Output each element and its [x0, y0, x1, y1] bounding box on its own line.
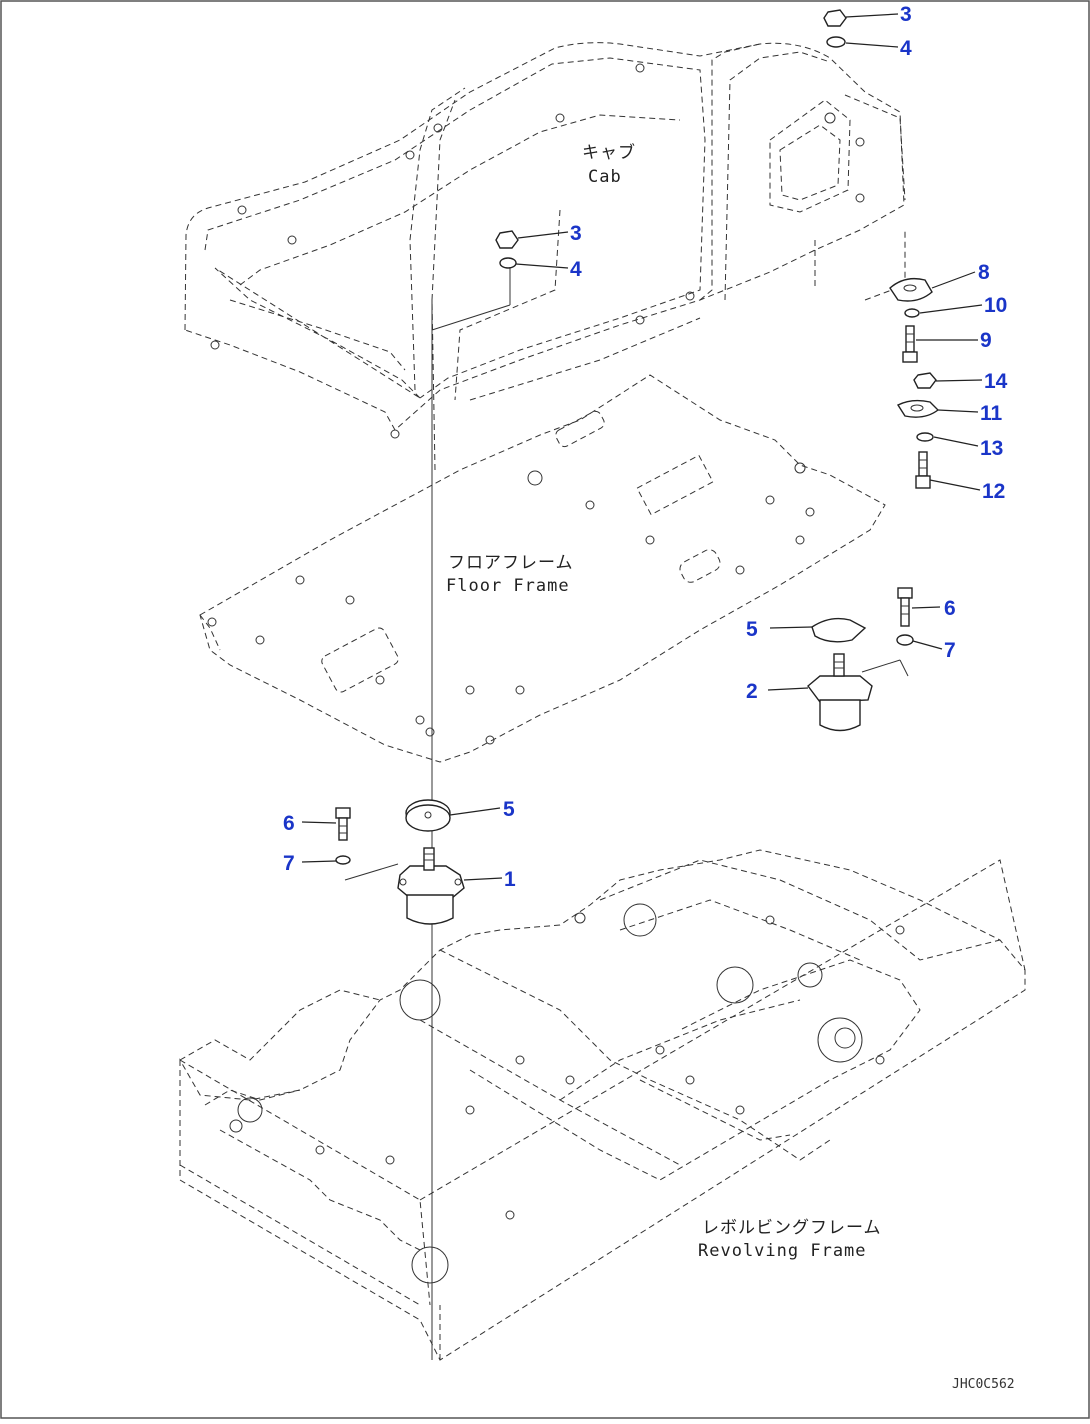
callout-6: 6	[283, 812, 295, 835]
callout-6: 6	[944, 597, 956, 620]
revolving-frame-label-en: Revolving Frame	[698, 1241, 867, 1261]
callout-10: 10	[984, 294, 1007, 317]
bolt-part	[918, 451, 928, 477]
callout-9: 9	[980, 329, 992, 352]
drawing-code: JHC0C562	[952, 1377, 1015, 1392]
washer-part	[916, 432, 934, 442]
floor-frame-label-jp: フロアフレーム	[448, 553, 574, 573]
callout-7: 7	[944, 639, 956, 662]
callout-2: 2	[746, 680, 758, 703]
callout-4: 4	[570, 258, 582, 281]
cab-label-en: Cab	[588, 167, 622, 187]
cab-outline	[184, 42, 906, 471]
stopper-cap-part	[889, 277, 933, 302]
bolt-part	[897, 587, 913, 599]
callout-1: 1	[504, 868, 516, 891]
floor-frame-label-en: Floor Frame	[446, 576, 570, 596]
callout-12: 12	[982, 480, 1005, 503]
revolving-frame-outline	[179, 849, 1026, 1361]
viscous-mount-body	[819, 699, 861, 732]
callout-14: 14	[984, 370, 1008, 393]
callout-7: 7	[283, 852, 295, 875]
stopper-parts-stack	[495, 9, 940, 489]
right-mount-assembly	[807, 587, 914, 732]
washer-part	[904, 308, 920, 318]
floor-frame-outline	[199, 374, 886, 763]
callout-11: 11	[980, 402, 1003, 425]
left-mount-assembly	[335, 799, 465, 925]
bolt-part	[905, 325, 915, 353]
nut-part	[913, 372, 937, 389]
callout-3: 3	[900, 3, 912, 26]
callout-3: 3	[570, 222, 582, 245]
viscous-mount-flange	[397, 865, 465, 899]
leader-lines	[301, 13, 983, 881]
nut-part	[495, 230, 519, 249]
revolving-frame-label-jp: レボルビングフレーム	[702, 1218, 882, 1238]
callout-13: 13	[980, 437, 1003, 460]
callout-4: 4	[900, 37, 912, 60]
callout-labels: 3 4 3 4 8 10 9 14 11 13 12 6 7 5 2 5 1 6…	[283, 3, 1008, 891]
callout-5: 5	[503, 798, 515, 821]
callout-5: 5	[746, 618, 758, 641]
cushion-plate-part	[811, 617, 867, 643]
callout-8: 8	[978, 261, 990, 284]
frame-titles: キャブ Cab フロアフレーム Floor Frame レボルビングフレーム R…	[446, 142, 882, 1261]
bolt-part	[335, 807, 351, 819]
washer-part	[335, 855, 351, 865]
washer-part	[896, 634, 914, 646]
viscous-mount-body	[406, 894, 454, 925]
cab-label-jp: キャブ	[582, 142, 636, 163]
viscous-mount-flange	[807, 675, 873, 703]
washer-part	[826, 36, 846, 48]
washer-part	[499, 257, 517, 269]
plate-part	[896, 399, 940, 418]
bolt-guide-line	[431, 304, 511, 331]
nut-part	[823, 9, 847, 27]
